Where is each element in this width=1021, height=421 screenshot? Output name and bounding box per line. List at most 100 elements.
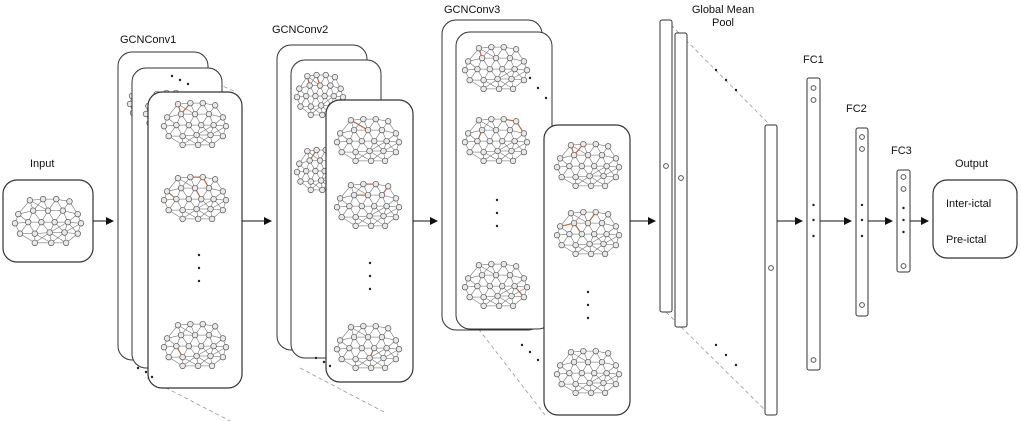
ellipsis-dot	[136, 366, 140, 370]
graph-node	[74, 210, 81, 218]
graph-node	[333, 139, 341, 146]
graph-node	[367, 222, 375, 230]
graph-node	[520, 130, 528, 137]
brain-graph	[461, 43, 531, 93]
graph-node	[520, 148, 528, 156]
graph-node	[338, 355, 345, 363]
graph-node	[352, 364, 359, 372]
graph-node	[210, 121, 217, 129]
ellipsis-dot	[368, 274, 372, 278]
graph-node	[478, 126, 486, 134]
graph-node	[572, 250, 579, 258]
fc-node	[859, 302, 865, 308]
graph-node	[193, 352, 200, 360]
graph-node	[567, 210, 575, 217]
output-label: Output	[955, 158, 989, 170]
ellipsis-dot	[495, 198, 499, 202]
graph-node	[333, 204, 341, 211]
graph-node	[338, 213, 345, 221]
graph-node	[358, 202, 365, 210]
graph-node	[207, 205, 214, 213]
graph-node	[586, 379, 593, 387]
graph-node	[605, 211, 612, 218]
graph-node	[475, 262, 483, 269]
fc3-label: FC3	[891, 145, 912, 157]
fc-node	[859, 146, 865, 152]
graph-node	[615, 164, 623, 171]
graph-node	[612, 155, 620, 162]
ellipsis-dot	[144, 370, 148, 374]
dashed-line	[299, 367, 385, 413]
ellipsis-dot	[178, 78, 182, 82]
graph-node	[358, 344, 365, 352]
graph-node	[352, 213, 359, 221]
graph-node	[179, 132, 186, 140]
fc-node	[900, 186, 907, 192]
graph-node	[509, 85, 517, 93]
graph-node	[219, 335, 227, 342]
ellipsis-dots	[520, 343, 540, 362]
graph-node	[191, 110, 199, 118]
graph-node	[165, 206, 172, 214]
graph-edge	[570, 212, 589, 224]
graph-node	[511, 282, 518, 290]
graph-node	[194, 215, 202, 223]
graph-node	[179, 362, 186, 370]
graph-edge	[589, 233, 607, 245]
graph-node	[578, 162, 585, 170]
graph-node	[598, 151, 606, 159]
graph-node	[304, 72, 311, 80]
graph-node	[488, 43, 495, 51]
graph-node	[553, 232, 561, 239]
ellipsis-dot	[368, 287, 372, 291]
graph-node	[506, 126, 514, 134]
graph-node	[385, 183, 392, 190]
graph-node	[177, 110, 185, 118]
graph-node	[520, 76, 528, 84]
graph-node	[558, 380, 565, 388]
graph-node	[163, 335, 171, 342]
graph-node	[603, 369, 610, 377]
ellipsis-dots	[197, 253, 201, 283]
graph-edge	[589, 165, 607, 177]
graph-node	[601, 389, 609, 397]
ellipsis-dot	[734, 363, 738, 367]
ellipsis-dot	[714, 343, 718, 347]
graph-node	[380, 212, 387, 220]
graph-node	[392, 355, 400, 363]
dashed-line	[665, 311, 771, 416]
graph-node	[163, 114, 171, 121]
graph-node	[509, 302, 517, 310]
graph-node	[66, 198, 73, 205]
graph-node	[480, 157, 487, 165]
graph-node	[194, 362, 202, 370]
graph-node	[364, 126, 372, 134]
graph-node	[480, 293, 487, 301]
graph-node	[174, 101, 182, 108]
graph-node	[346, 344, 353, 352]
graph-node	[198, 195, 205, 203]
graph-node	[160, 344, 168, 351]
graph-node	[219, 114, 227, 121]
graph-node	[395, 204, 403, 211]
graph-node	[486, 282, 493, 290]
graph-node	[499, 137, 506, 145]
graph-node	[372, 322, 379, 330]
graph-edge	[350, 184, 369, 196]
ellipsis-dot	[536, 358, 540, 362]
graph-node	[25, 218, 32, 226]
graph-edge	[177, 324, 196, 336]
graph-edge	[196, 124, 214, 136]
graph-node	[592, 208, 599, 216]
ellipsis-dots	[528, 76, 548, 100]
graph-node	[193, 131, 200, 139]
graph-node	[26, 197, 34, 204]
gcnconv1-label: GCNConv1	[120, 34, 177, 46]
graph-node	[321, 92, 328, 100]
ellipsis-dots	[860, 203, 864, 238]
graph-node	[312, 167, 319, 175]
graph-node	[506, 54, 514, 62]
gcnconv3-label: GCNConv3	[444, 4, 501, 16]
graph-node	[177, 331, 185, 339]
graph-node	[591, 369, 598, 377]
